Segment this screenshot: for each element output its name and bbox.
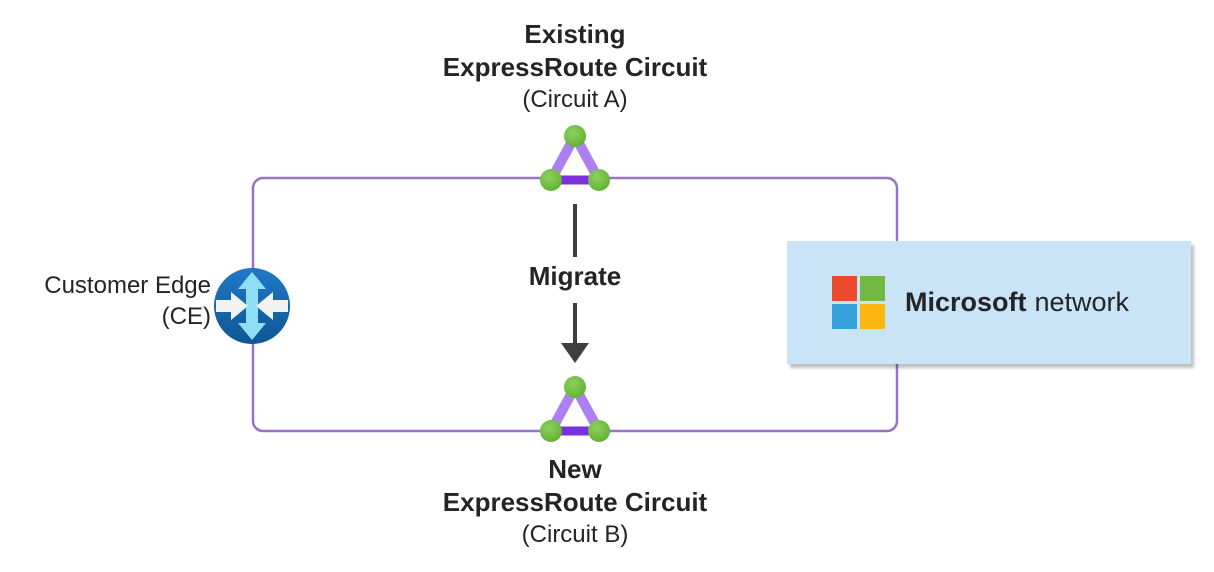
customer-edge-line1: Customer Edge	[44, 272, 211, 299]
microsoft-logo-blue-square	[832, 304, 857, 329]
new-circuit-line3: (Circuit B)	[521, 521, 629, 548]
new-circuit-line2: ExpressRoute Circuit	[442, 487, 708, 517]
existing-circuit-line3: (Circuit A)	[522, 86, 628, 113]
new-circuit-line1: New	[548, 454, 602, 484]
expressroute-circuit-a-icon	[540, 125, 610, 191]
existing-circuit-line1: Existing	[524, 19, 626, 49]
migrate-label: Migrate	[528, 261, 622, 291]
microsoft-logo-red-square	[832, 276, 857, 301]
microsoft-logo-green-square	[860, 276, 885, 301]
migrate-arrowhead-icon	[561, 343, 589, 363]
expressroute-circuit-b-icon	[540, 376, 610, 442]
existing-circuit-label: Existing ExpressRoute Circuit (Circuit A…	[375, 18, 775, 115]
microsoft-logo-yellow-square	[860, 304, 885, 329]
new-circuit-label: New ExpressRoute Circuit (Circuit B)	[375, 453, 775, 550]
microsoft-logo-icon	[832, 276, 885, 329]
network-text: network	[1034, 287, 1130, 317]
router-icon	[214, 268, 290, 344]
customer-edge-line2: (CE)	[161, 303, 211, 330]
microsoft-brand-text: Microsoft	[905, 287, 1027, 317]
customer-edge-label: Customer Edge (CE)	[0, 270, 211, 332]
existing-circuit-line2: ExpressRoute Circuit	[442, 52, 708, 82]
